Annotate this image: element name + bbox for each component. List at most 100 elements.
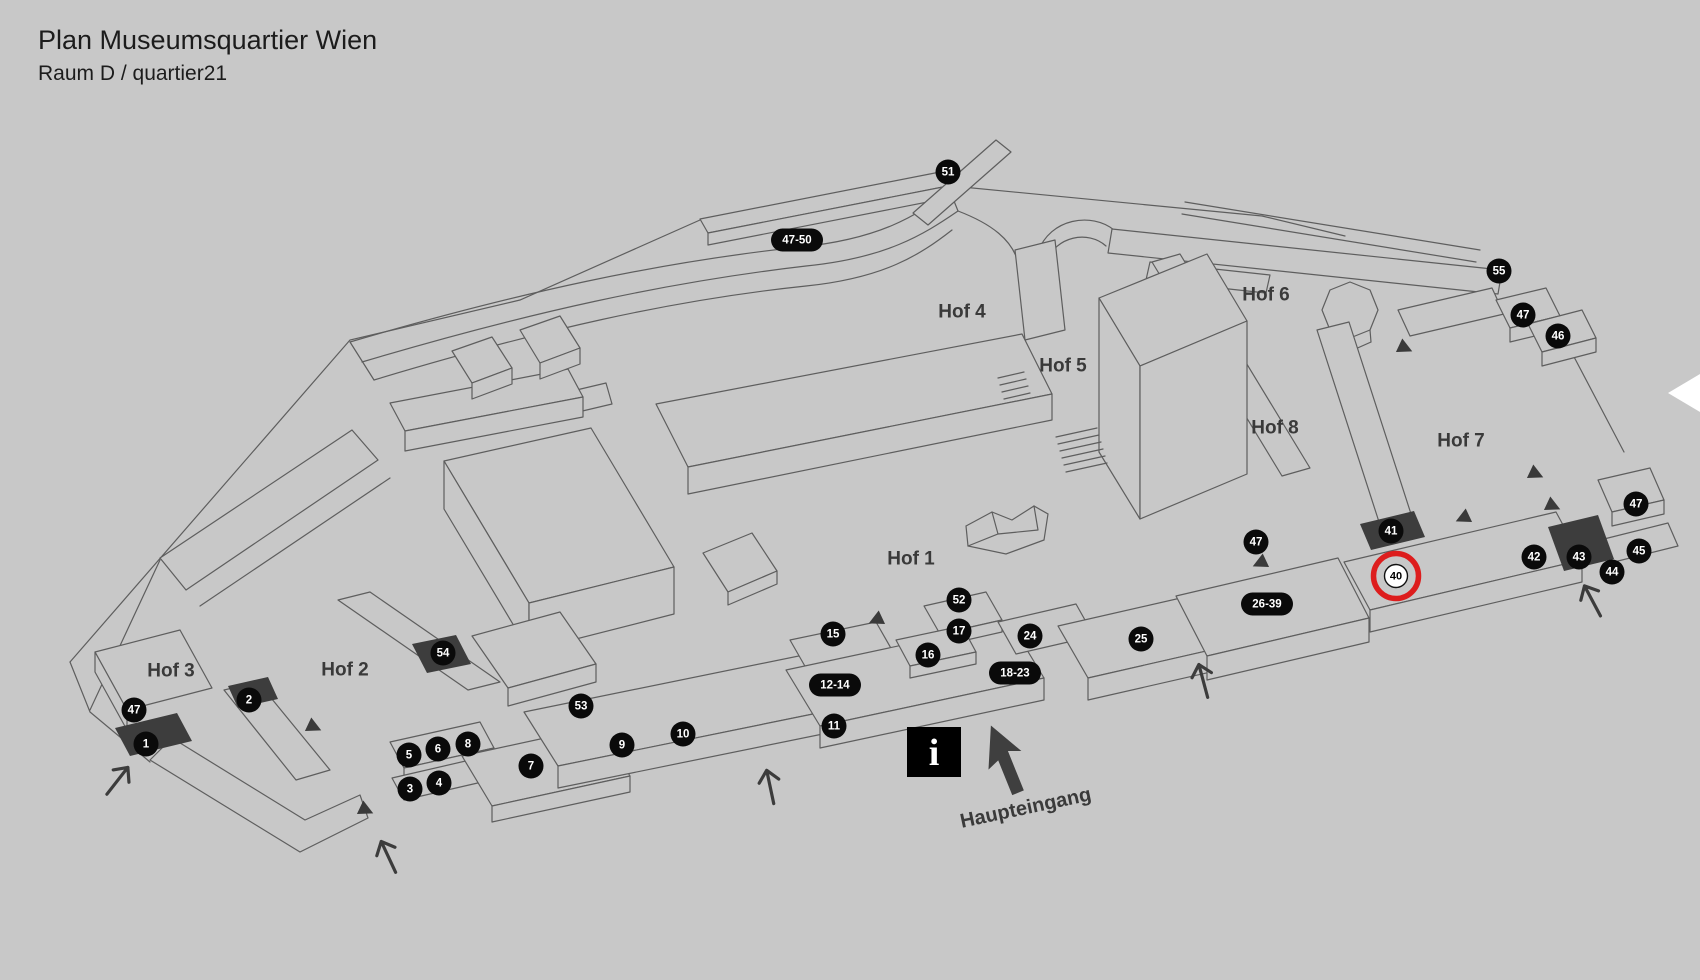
room-marker-1: 1 — [133, 731, 159, 757]
marker-disc — [1128, 626, 1154, 652]
marker-number: 6 — [435, 744, 441, 756]
courtyard-label-hof-3: Hof 3 — [147, 661, 195, 682]
room-marker-41: 41 — [1378, 518, 1404, 544]
courtyard-label-hof-4: Hof 4 — [938, 302, 986, 323]
entrance-arrow-icon-5 — [1579, 584, 1603, 618]
marker-number: 47 — [1250, 537, 1263, 549]
room-marker-12-14: 12-14 — [809, 673, 861, 697]
room-marker-17: 17 — [946, 618, 972, 644]
courtyard-label-hof-7: Hof 7 — [1437, 431, 1485, 452]
marker-number: 1 — [143, 739, 150, 751]
room-marker-18-23: 18-23 — [989, 661, 1041, 685]
marker-number: 4 — [436, 778, 443, 790]
passage-triangle-icon-3 — [868, 610, 886, 625]
marker-number: 47-50 — [782, 235, 811, 247]
passage-triangle-icon-8 — [1395, 338, 1413, 353]
marker-disc — [946, 618, 972, 644]
marker-disc — [1378, 518, 1404, 544]
marker-disc — [1017, 623, 1043, 649]
info-point: i — [907, 727, 961, 777]
marker-disc — [821, 713, 847, 739]
room-marker-8: 8 — [455, 731, 481, 757]
marker-number: 43 — [1573, 552, 1586, 564]
room-marker-24: 24 — [1017, 623, 1043, 649]
passage-triangle-icon-5 — [1455, 508, 1473, 523]
marker-number: 47 — [1517, 310, 1530, 322]
marker-number: 3 — [407, 784, 413, 796]
marker-disc — [518, 753, 544, 779]
marker-disc — [1243, 529, 1269, 555]
room-marker-26-39: 26-39 — [1241, 592, 1293, 616]
room-marker-45: 45 — [1626, 538, 1652, 564]
marker-disc — [609, 732, 635, 758]
marker-number: 52 — [953, 595, 966, 607]
marker-number: 2 — [246, 695, 252, 707]
marker-number: 18-23 — [1000, 668, 1029, 680]
highlight-ring-icon — [1370, 550, 1422, 602]
room-marker-3: 3 — [397, 776, 423, 802]
marker-number: 12-14 — [820, 680, 850, 692]
entrance-arrow-icon-4 — [1190, 662, 1213, 699]
marker-number: 15 — [827, 629, 840, 641]
room-marker-47-2: 47 — [1623, 491, 1649, 517]
passage-triangle-icon-1 — [304, 717, 322, 732]
courtyard-label-hof-1: Hof 1 — [887, 549, 935, 570]
room-marker-54: 54 — [430, 640, 456, 666]
marker-disc — [1623, 491, 1649, 517]
marker-disc — [1486, 258, 1512, 284]
marker-pill — [1241, 592, 1293, 616]
marker-disc — [1626, 538, 1652, 564]
marker-disc — [1545, 323, 1571, 349]
marker-disc — [430, 640, 456, 666]
main-entrance-arrow-icon — [988, 725, 1024, 796]
room-marker-6: 6 — [425, 736, 451, 762]
marker-number: 40 — [1390, 571, 1402, 583]
marker-number: 41 — [1385, 526, 1398, 538]
marker-number: 24 — [1024, 631, 1037, 643]
passage-triangle-icon-6 — [1526, 464, 1544, 479]
marker-number: 47 — [128, 705, 141, 717]
marker-number: 8 — [465, 739, 472, 751]
site-plan-linework — [69, 139, 1679, 853]
page-subtitle: Raum D / quartier21 — [38, 62, 227, 85]
marker-disc — [396, 742, 422, 768]
room-marker-25: 25 — [1128, 626, 1154, 652]
marker-disc — [670, 721, 696, 747]
marker-number: 54 — [437, 648, 450, 660]
passage-triangle-icon-4 — [1252, 553, 1270, 568]
marker-disc — [935, 159, 961, 185]
marker-number: 25 — [1135, 634, 1148, 646]
info-point-label: i — [929, 732, 940, 774]
room-marker-16: 16 — [915, 642, 941, 668]
room-marker-51: 51 — [935, 159, 961, 185]
marker-number: 26-39 — [1252, 599, 1281, 611]
marker-number: 42 — [1528, 552, 1541, 564]
room-marker-7: 7 — [518, 753, 544, 779]
marker-disc — [820, 621, 846, 647]
room-marker-46: 46 — [1545, 323, 1571, 349]
courtyard-label-hof-8: Hof 8 — [1251, 418, 1299, 439]
passage-triangle-icon-7 — [1543, 496, 1561, 511]
marker-number: 47 — [1630, 499, 1643, 511]
marker-number: 11 — [828, 721, 841, 733]
room-marker-4: 4 — [426, 770, 452, 796]
entrance-arrow-icon-1 — [105, 765, 131, 796]
marker-disc — [1521, 544, 1547, 570]
marker-number: 44 — [1606, 567, 1619, 579]
room-marker-15: 15 — [820, 621, 846, 647]
marker-number: 53 — [575, 701, 588, 713]
room-marker-10: 10 — [670, 721, 696, 747]
marker-disc — [915, 642, 941, 668]
room-marker-52: 52 — [946, 587, 972, 613]
marker-number: 51 — [942, 167, 955, 179]
courtyard-label-hof-5: Hof 5 — [1039, 356, 1087, 377]
marker-number: 16 — [922, 650, 935, 662]
room-marker-47-4: 47 — [121, 697, 147, 723]
marker-disc — [1510, 302, 1536, 328]
room-marker-44: 44 — [1599, 559, 1625, 585]
room-marker-55: 55 — [1486, 258, 1512, 284]
marker-number: 46 — [1552, 331, 1565, 343]
marker-disc — [133, 731, 159, 757]
room-marker-53: 53 — [568, 693, 594, 719]
